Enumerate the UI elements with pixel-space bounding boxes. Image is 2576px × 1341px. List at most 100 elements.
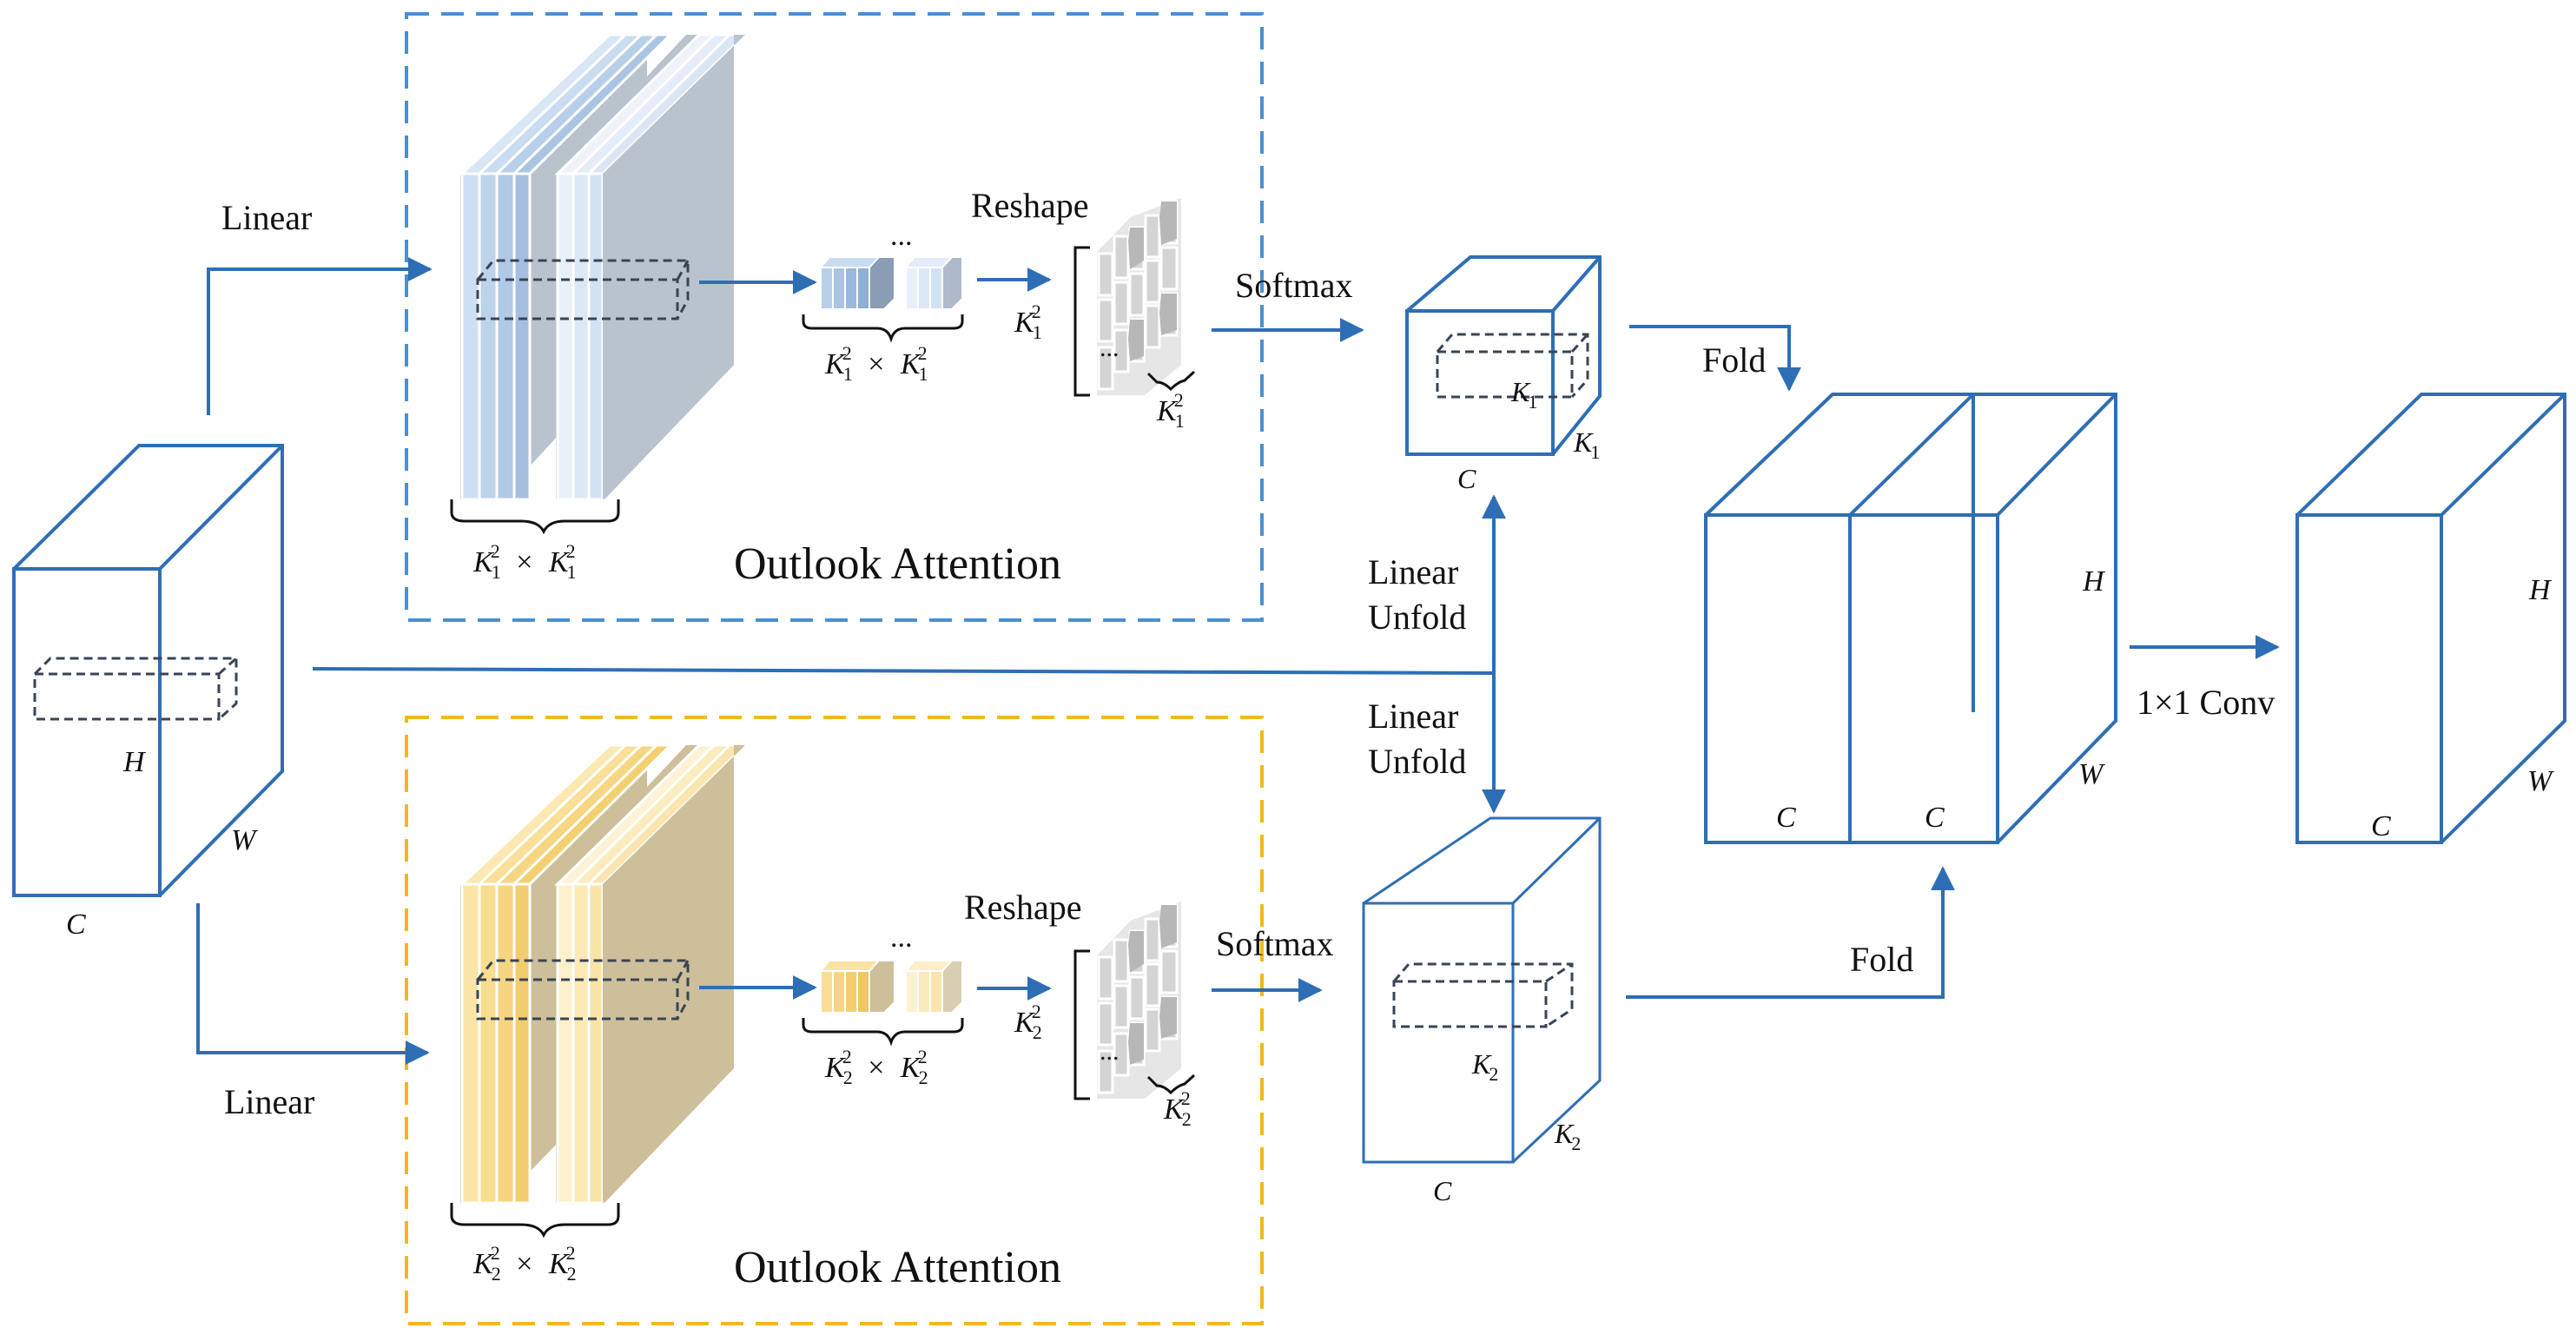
folded-dim-c1: C [1776,802,1796,834]
value-cube-k2 [1362,816,1602,1164]
final-dim-w: W [2527,765,2554,797]
k-sup: 2 [1032,301,1041,322]
reshape-grid-bottom [1097,902,1181,1099]
k-sub: 1 [492,561,501,583]
bracket-grid-top [1073,246,1090,397]
slab-dim-bottom: K22 × K22 [472,1234,577,1285]
grid-bottom-dim-top: K12 [1156,389,1185,432]
times-sign: × [516,1248,532,1280]
final-dim-c: C [2371,810,2391,842]
grid-left-dim-top: K12 [1014,301,1042,343]
k-sub: 1 [1590,441,1600,463]
attention-dashed-patch-top [476,259,690,320]
linear-label-bottom: Linear [224,1082,314,1121]
cube-k1-dim-k-inner: K1 [1510,376,1537,413]
brace-grid-bottom-bottom [1146,1073,1196,1095]
k-symbol: K [1014,307,1036,339]
k-sup: 2 [491,540,500,562]
k-symbol: K [548,1248,571,1280]
cube-k1-dim-k-side: K1 [1573,426,1600,463]
attention-dashed-patch-bottom [476,959,690,1021]
k-sup: 2 [566,1242,576,1264]
softmax-label-bottom: Softmax [1216,924,1334,963]
blocks-dim-top: K12 × K12 [824,334,928,385]
fold-label-top: Fold [1702,340,1766,380]
k-sup: 2 [1181,1087,1191,1109]
folded-dim-h: H [2082,565,2106,598]
k-sub: 2 [1033,1021,1042,1043]
k-sub: 2 [843,1067,853,1088]
k-sub: 2 [919,1067,928,1088]
connector-lines [196,257,2280,1065]
reshape-grid-top [1097,198,1181,395]
blocks-dim-bottom: K22 × K22 [824,1038,928,1088]
final-output-cube [2295,393,2566,844]
grid-ellipsis-bottom: ... [1100,1037,1120,1066]
attention-weight-slabs-top [459,33,749,501]
folded-dim-c2: C [1925,802,1945,834]
k-sub: 1 [919,363,928,385]
input-dim-h: H [122,746,147,778]
k-sub: 1 [567,561,577,583]
value-cube-k2-patch [1392,962,1574,1028]
grid-ellipsis-top: ... [1100,334,1120,362]
grid-left-dim-bottom: K22 [1014,1001,1042,1043]
times-sign: × [868,1052,884,1084]
linear-label-top: Linear [221,198,312,237]
linear-unfold-label-top-line2: Unfold [1368,598,1466,637]
k-sub: 2 [1182,1108,1192,1130]
k-sub: 1 [1528,391,1537,413]
cube-k1-dim-c: C [1457,463,1476,494]
ellipsis-top: ... [890,220,913,252]
ellipsis-bottom: ... [890,922,913,954]
grid-bottom-dim-bottom: K22 [1163,1087,1192,1130]
slab-dim-top: K12 × K12 [472,532,577,583]
k-sub: 1 [1033,321,1042,343]
outlook-attention-title-top: Outlook Attention [734,539,1061,589]
brace-grid-bottom-top [1146,370,1196,392]
k-sub: 2 [1489,1063,1498,1085]
patch-blocks-top [818,256,963,310]
cube-k2-dim-k-side: K2 [1554,1118,1581,1154]
k-sub: 1 [1175,410,1185,432]
folded-output-cube [1704,393,2117,844]
brace-blocks-top [802,314,964,343]
k-sub: 2 [492,1263,501,1285]
k-symbol: K [1554,1118,1575,1149]
k-symbol: K [1156,395,1179,427]
outlook-attention-box-bottom [405,716,1264,1325]
k-sup: 2 [566,540,576,562]
k-symbol: K [824,1052,847,1084]
k-sup: 2 [842,342,852,364]
k-symbol: K [1471,1048,1492,1080]
brace-slab-bottom [450,1203,620,1239]
outlook-attention-title-bottom: Outlook Attention [734,1243,1061,1292]
value-cube-k1-patch [1436,333,1589,399]
brace-blocks-bottom [802,1018,964,1047]
k-sup: 2 [918,342,928,364]
reshape-label-top: Reshape [971,186,1089,225]
k-sub: 1 [843,363,853,385]
k-sub: 2 [1571,1133,1581,1154]
attention-weight-slabs-bottom [459,743,749,1205]
value-cube-k1 [1405,255,1602,456]
softmax-label-top: Softmax [1235,266,1353,305]
k-symbol: K [472,1248,495,1280]
linear-unfold-label-top-line1: Linear [1368,552,1458,591]
times-sign: × [516,546,532,578]
cube-k2-dim-c: C [1433,1175,1452,1206]
k-symbol: K [900,1052,922,1084]
k-sup: 2 [491,1242,500,1264]
k-sup: 2 [918,1046,928,1067]
brace-slab-top [450,499,620,535]
k-symbol: K [1163,1093,1186,1126]
reshape-label-bottom: Reshape [964,888,1082,927]
outlook-attention-box-top [405,12,1264,622]
k-symbol: K [900,348,922,380]
linear-unfold-label-bottom-line1: Linear [1368,697,1458,736]
k-sup: 2 [1032,1001,1041,1022]
k-sup: 2 [1174,389,1184,411]
k-symbol: K [548,546,571,578]
